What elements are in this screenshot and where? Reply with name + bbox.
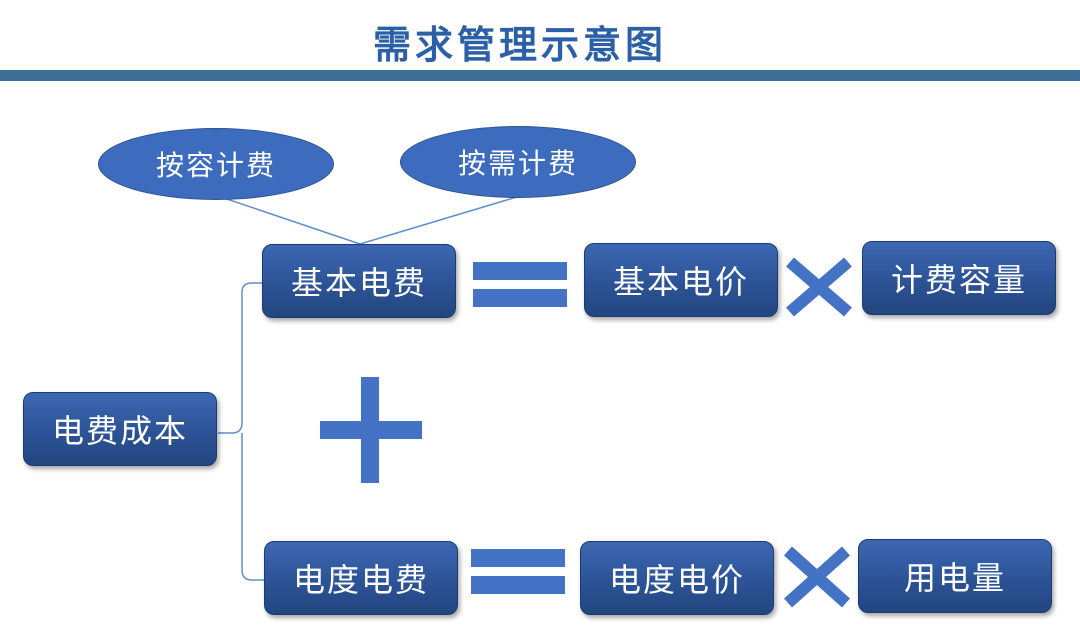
bracket-connector xyxy=(218,282,264,581)
box-energy-price-label: 电度电价 xyxy=(608,561,745,599)
box-basic-price-label: 基本电价 xyxy=(612,263,749,301)
box-energy-fee-label: 电度电费 xyxy=(292,561,429,599)
box-basic-fee-label: 基本电费 xyxy=(290,264,427,302)
equals-icon xyxy=(471,549,565,594)
box-energy-price: 电度电价 xyxy=(580,541,774,615)
oval-demand-billing: 按需计费 xyxy=(400,126,636,198)
box-consumption: 用电量 xyxy=(858,539,1052,613)
oval-capacity-billing-label: 按容计费 xyxy=(155,149,276,182)
page-title: 需求管理示意图 xyxy=(372,23,667,67)
box-electricity-cost: 电费成本 xyxy=(23,392,217,466)
box-basic-price: 基本电价 xyxy=(584,243,778,317)
box-billing-capacity: 计费容量 xyxy=(862,241,1056,315)
box-billing-capacity-label: 计费容量 xyxy=(890,261,1027,299)
box-basic-fee: 基本电费 xyxy=(262,244,456,318)
box-energy-fee: 电度电费 xyxy=(264,541,458,615)
multiply-icon xyxy=(786,257,852,317)
equals-icon xyxy=(473,262,567,307)
connector-demand-billing xyxy=(359,195,521,245)
box-consumption-label: 用电量 xyxy=(903,559,1006,597)
connector-capacity-billing xyxy=(217,195,361,245)
oval-capacity-billing: 按容计费 xyxy=(98,128,334,200)
plus-icon xyxy=(320,377,422,483)
oval-demand-billing-label: 按需计费 xyxy=(457,147,578,180)
multiply-icon xyxy=(783,546,851,608)
title-divider-bar xyxy=(0,70,1080,81)
box-electricity-cost-label: 电费成本 xyxy=(51,412,188,450)
